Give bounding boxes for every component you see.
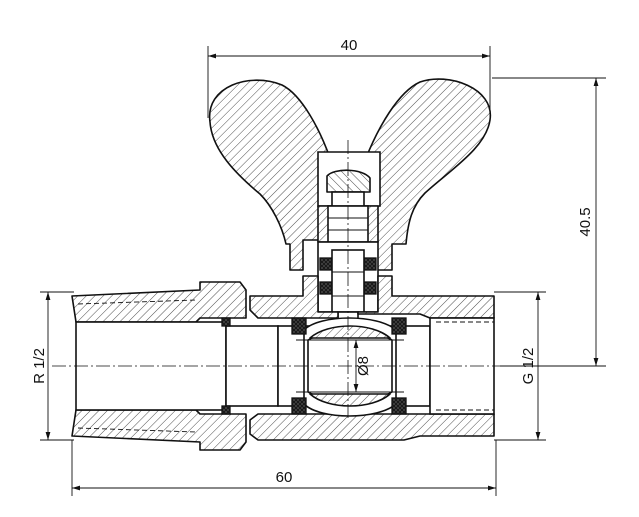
wing-handle [209,78,491,271]
dimension-bore: Ø8 [353,340,372,392]
dimension-label-bore: Ø8 [355,356,372,376]
dimension-label-40: 40 [341,37,358,54]
dimension-overall-length: 60 [71,440,497,496]
valve-body [249,275,495,441]
dimension-outlet-thread: G 1/2 [494,291,546,441]
dimension-inlet-thread: R 1/2 [31,291,74,441]
dimension-label-40-5: 40.5 [577,207,594,236]
dimension-label-60: 60 [276,469,293,486]
dimension-overall-height: 40.5 [492,77,606,367]
dimension-label-r-1-2: R 1/2 [31,348,48,384]
dimension-handle-width: 40 [207,37,491,118]
valve-ball [277,317,431,417]
inlet-nipple [71,281,279,451]
dimension-label-g-1-2: G 1/2 [520,348,537,385]
